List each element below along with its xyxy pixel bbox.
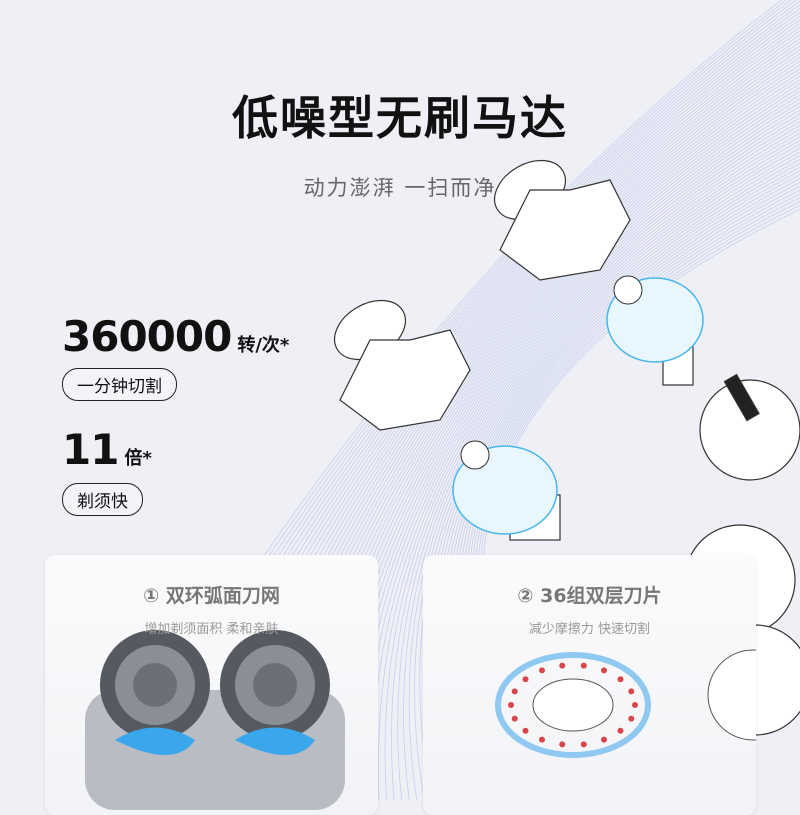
card-title: ② 36组双层刀片 — [517, 585, 662, 607]
blade-marker — [601, 736, 607, 743]
blade-marker — [628, 715, 635, 722]
speed-value: 11 — [62, 425, 119, 474]
blade-marker — [628, 688, 635, 695]
blade-marker — [617, 727, 624, 734]
background-line — [384, 121, 800, 800]
blade-marker — [580, 662, 587, 669]
feature-card-blades: ② 36组双层刀片 减少摩擦力 快速切割 — [423, 555, 756, 815]
blade-marker — [580, 741, 587, 748]
card-description: 减少摩擦力 快速切割 — [528, 622, 651, 637]
background-line — [408, 136, 800, 800]
blade-marker — [508, 702, 514, 708]
page-title: 低噪型无刷马达 — [232, 91, 568, 145]
shaver-head-image — [85, 630, 345, 810]
blade-marker — [539, 736, 545, 743]
feature-card-foil: ① 双环弧面刀网 增加剃须面积 柔和亲肤 — [45, 555, 378, 815]
speed-label-pill: 剃须快 — [62, 483, 143, 516]
background-line — [397, 128, 800, 800]
blade-marker — [601, 667, 607, 674]
blade-marker — [632, 702, 638, 708]
background-line — [403, 132, 800, 800]
speed-unit: 倍* — [124, 448, 152, 469]
rpm-unit: 转/次* — [237, 335, 290, 356]
blade-marker — [511, 715, 518, 722]
background-line — [377, 117, 800, 800]
blade-marker — [522, 676, 529, 683]
rpm-value: 360000 — [62, 312, 232, 361]
blade-marker — [559, 662, 566, 669]
blade-marker — [511, 688, 518, 695]
card-description: 增加剃须面积 柔和亲肤 — [144, 622, 279, 637]
background-line — [414, 140, 800, 800]
page-subtitle: 动力澎湃 一扫而净 — [303, 176, 497, 200]
blade-diagram-image — [495, 649, 756, 758]
blade-marker — [559, 741, 566, 748]
blade-marker — [539, 667, 545, 674]
card-title: ① 双环弧面刀网 — [143, 585, 280, 607]
background-line — [419, 144, 800, 800]
blade-marker — [617, 676, 624, 683]
rpm-label-pill: 一分钟切割 — [62, 368, 177, 401]
blade-marker — [522, 727, 529, 734]
background-line — [391, 125, 800, 800]
